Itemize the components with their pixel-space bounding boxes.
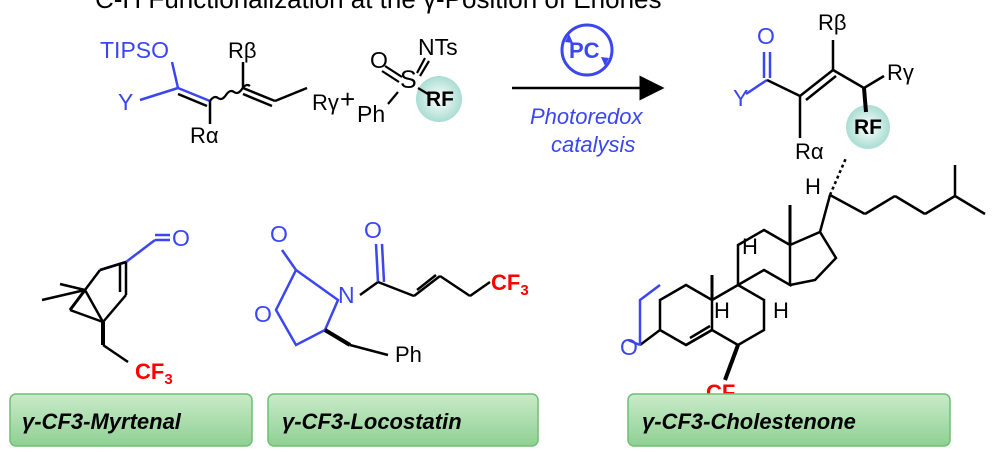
condition-line2: catalysis [551,132,635,157]
label-cholestenone: γ-CF3-Cholestenone [642,409,856,434]
tipso-label: TIPSO [100,37,169,63]
rf-label: RF [426,88,454,111]
myrtenal-cf3: CF3 [135,359,173,388]
nts-label: NTs [418,34,458,60]
locostatin-o3: O [364,217,382,243]
product-r-alpha: Rα [795,139,824,164]
cholestenone-o: O [620,334,638,360]
ph-label: Ph [357,101,385,127]
myrtenal-o-label: O [172,225,190,251]
r-beta-label: Rβ [228,38,257,63]
y-label: Y [118,89,133,115]
label-locostatin: γ-CF3-Locostatin [282,409,462,434]
product-o-label: O [757,23,775,49]
h-label-4: H [805,174,821,199]
label-myrtenal: γ-CF3-Myrtenal [22,409,182,434]
locostatin-structure: O O O N Ph CF3 [254,217,529,367]
label-box-locostatin: γ-CF3-Locostatin [267,393,539,447]
reaction-arrow-group: PC Photoredox catalysis [512,23,665,157]
o-label: O [370,47,388,73]
product-structure: O Y Rβ Rγ Rα RF [733,10,914,164]
condition-line1: Photoredox [530,104,644,129]
reactant-dienol-ether: TIPSO Y Rβ Rγ Rα [100,37,339,148]
locostatin-ph: Ph [395,342,422,367]
product-rf-label: RF [854,116,882,139]
plus-sign: + [340,84,355,114]
locostatin-cf3: CF3 [491,270,529,299]
product-r-gamma: Rγ [887,60,914,85]
h-label-1: H [714,298,730,323]
rf-highlight-product [846,105,890,149]
reagent-sulfoximine: O NTs S Ph RF [357,34,462,127]
s-label: S [400,66,417,94]
locostatin-n: N [338,282,355,308]
h-label-2: H [773,298,789,323]
pc-cycle-icon [560,23,614,77]
product-y-label: Y [733,85,748,111]
myrtenal-structure: O CF3 [41,225,190,388]
locostatin-o1: O [270,221,288,247]
product-r-beta: Rβ [818,10,847,35]
r-alpha-label: Rα [190,123,219,148]
pc-label: PC [569,38,600,63]
r-gamma-label: Rγ [312,90,339,115]
label-box-myrtenal: γ-CF3-Myrtenal [9,393,253,447]
rf-highlight [416,76,462,122]
locostatin-o2: O [254,301,272,327]
header-partial: C-H Functionalization at the γ-Position … [95,0,662,14]
cholestenone-structure: O CF3 H H H H [620,157,986,409]
label-box-cholestenone: γ-CF3-Cholestenone [627,393,951,447]
